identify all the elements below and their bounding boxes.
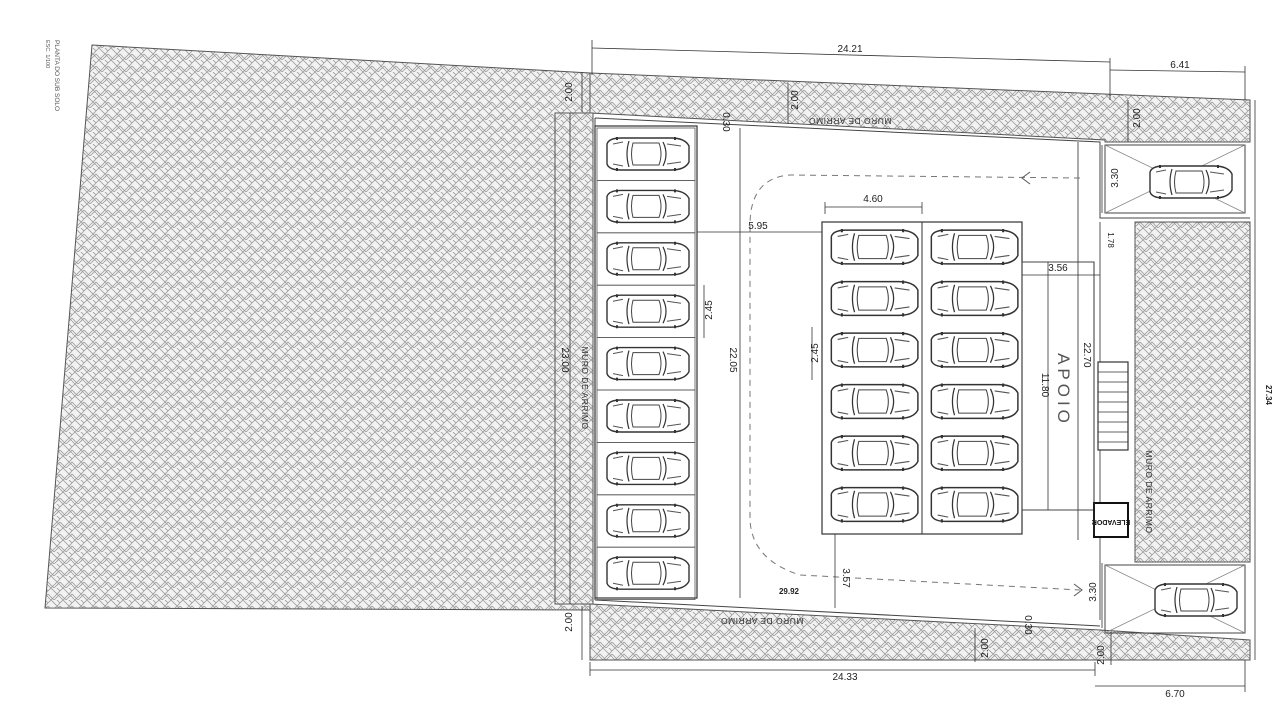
bottom-retaining-wall — [589, 603, 1251, 661]
parked-car — [930, 228, 1019, 266]
dim-aisle: 5.95 — [748, 221, 768, 232]
dim-apoio-width: 3.56 — [1048, 263, 1068, 274]
ramp-top — [1104, 144, 1246, 214]
dim-inner-height: 22.05 — [727, 347, 738, 372]
left-parking-row — [596, 127, 696, 601]
dim-wall-bottom-mid: 2.00 — [980, 638, 991, 658]
dim-bottom-right-width: 6.70 — [1165, 689, 1185, 700]
stair — [1097, 361, 1129, 451]
ramp-top-car — [1148, 164, 1234, 200]
dim-wall-top-mid: 2.00 — [790, 90, 801, 110]
dim-inner-right-height: 22.70 — [1081, 342, 1092, 367]
wall-label-left: MURO DE ARRIMO — [580, 346, 590, 429]
dim-top-right-width: 6.41 — [1170, 60, 1190, 71]
parked-car — [930, 331, 1019, 369]
parked-car — [605, 345, 691, 382]
dim-bottom-width: 24.33 — [832, 672, 857, 683]
interior-boundary — [594, 117, 1250, 219]
parked-car — [830, 279, 919, 318]
dim-wall-bottom-left: 2.00 — [564, 612, 575, 632]
elevator-label: ELEVADOR — [1092, 518, 1130, 525]
ramp-bottom — [1104, 564, 1246, 634]
dim-spot-center: 2.45 — [810, 343, 821, 363]
dim-right-height: 27.34 — [1264, 385, 1273, 406]
elevator — [1093, 502, 1129, 538]
parked-car — [830, 228, 919, 266]
dim-gap-bottom: 0.30 — [1022, 615, 1033, 635]
parked-car — [605, 398, 691, 434]
parked-car — [605, 450, 691, 487]
top-retaining-wall — [589, 72, 1251, 143]
parked-car — [830, 434, 919, 472]
wall-label-top: MURO DE ARRIMO — [808, 116, 891, 126]
parked-car — [830, 382, 919, 421]
parked-car — [930, 279, 1019, 318]
dim-block-width: 4.60 — [863, 194, 883, 205]
parked-car — [930, 382, 1019, 421]
support-label: APOIO — [1054, 353, 1073, 427]
parking-stall — [596, 546, 696, 601]
circulation-path — [749, 174, 1081, 591]
right-retaining-wall — [1134, 221, 1251, 563]
dim-top-width: 24.21 — [837, 44, 862, 55]
area-note: 29.92 — [779, 587, 800, 596]
dim-ramp-bottom: 3.30 — [1088, 582, 1099, 602]
ramp-bottom-car — [1153, 582, 1239, 618]
dim-wall-top-right: 2.00 — [1132, 108, 1143, 128]
center-parking-block — [830, 228, 1019, 524]
left-retaining-wall — [554, 112, 594, 605]
dim-spot-left: 2.45 — [704, 300, 715, 320]
parked-car — [605, 555, 691, 592]
dim-ramp-top: 3.30 — [1110, 168, 1121, 188]
parked-car — [605, 188, 691, 225]
left-parking-frame — [594, 125, 698, 599]
dimension-lines — [569, 40, 1256, 692]
parked-car — [830, 331, 919, 369]
dim-stair-gap: 1.78 — [1106, 232, 1115, 248]
terrain-hatch-area — [44, 44, 591, 611]
parked-car — [605, 136, 691, 172]
dim-wall-bottom-right: 2.00 — [1096, 645, 1107, 665]
parked-car — [605, 502, 691, 539]
parked-car — [605, 240, 691, 277]
dim-apoio-length: 11.80 — [1039, 373, 1050, 398]
dim-left-height: 23.00 — [559, 347, 570, 372]
parked-car — [605, 293, 691, 330]
wall-label-right: MURO DE ARRIMO — [1144, 450, 1154, 533]
dim-gap-top: 0.30 — [720, 112, 731, 132]
parked-car — [930, 434, 1019, 472]
parked-car — [930, 485, 1019, 524]
parked-car — [830, 485, 919, 524]
dim-bottom-offset: 3.57 — [840, 568, 851, 588]
dim-wall-top-left: 2.00 — [564, 82, 575, 102]
wall-label-bottom: MURO DE ARRIMO — [720, 616, 803, 626]
stair-steps — [1098, 371, 1128, 443]
